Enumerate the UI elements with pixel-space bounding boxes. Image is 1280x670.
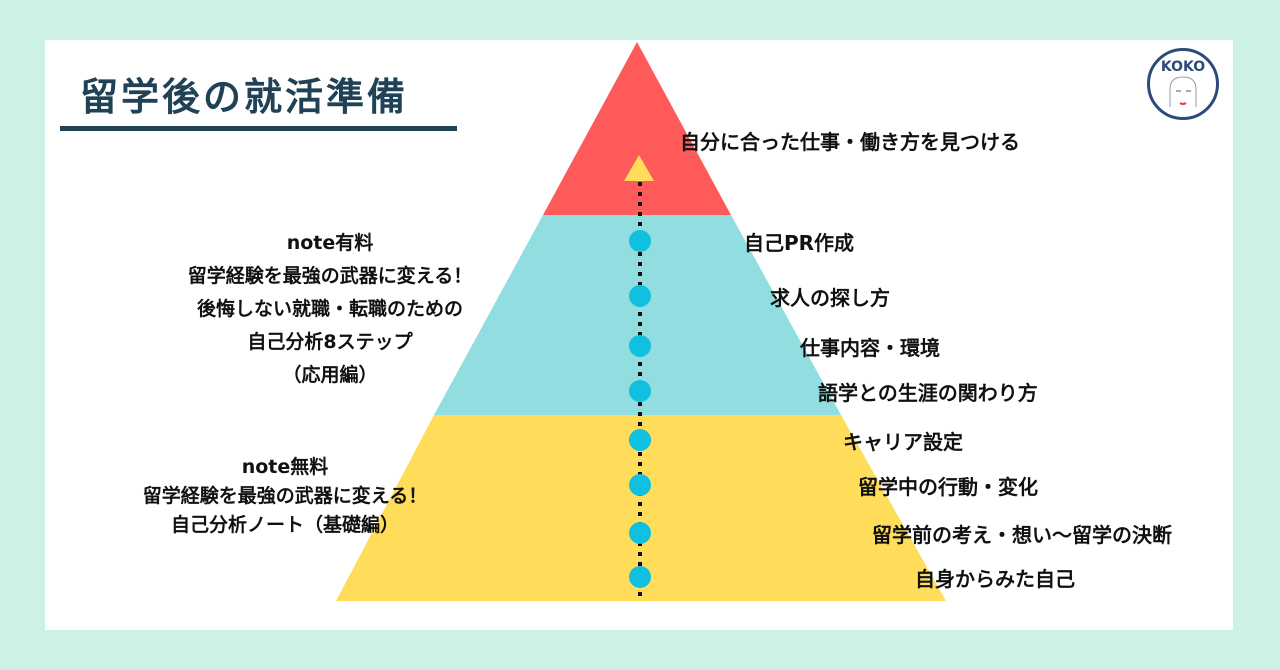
step-dot bbox=[629, 230, 651, 252]
note-line: 自己分析ノート（基礎編） bbox=[170, 514, 399, 536]
step-label: 留学前の考え・想い〜留学の決断 bbox=[872, 523, 1172, 547]
logo: KOKO bbox=[1147, 48, 1219, 120]
note-line: note無料 bbox=[241, 456, 329, 478]
note-line: （応用編） bbox=[282, 364, 378, 386]
step-dot bbox=[629, 335, 651, 357]
note-line: note有料 bbox=[286, 232, 374, 254]
face-icon bbox=[1169, 76, 1197, 107]
step-dot bbox=[629, 429, 651, 451]
note-line: 後悔しない就職・転職のための bbox=[196, 298, 463, 320]
step-label: 自己PR作成 bbox=[744, 231, 855, 255]
step-dot bbox=[629, 380, 651, 402]
step-label: 語学との生涯の関わり方 bbox=[818, 381, 1038, 405]
arrow-up-icon bbox=[624, 155, 654, 181]
logo-text: KOKO bbox=[1160, 59, 1206, 75]
step-dot bbox=[629, 522, 651, 544]
step-label: キャリア設定 bbox=[843, 430, 963, 454]
paid-note: note有料 留学経験を最強の武器に変える！ 後悔しない就職・転職のための 自己… bbox=[150, 227, 510, 392]
step-label: 求人の探し方 bbox=[770, 286, 890, 310]
step-dot bbox=[629, 474, 651, 496]
step-dot bbox=[629, 566, 651, 588]
goal-label: 自分に合った仕事・働き方を見つける bbox=[680, 130, 1020, 154]
step-dot bbox=[629, 285, 651, 307]
step-label: 自身からみた自己 bbox=[915, 567, 1075, 591]
title-underline bbox=[60, 126, 457, 131]
tier-top bbox=[543, 42, 731, 215]
free-note: note無料 留学経験を最強の武器に変える！ 自己分析ノート（基礎編） bbox=[100, 453, 470, 540]
note-line: 自己分析8ステップ bbox=[247, 331, 413, 353]
note-line: 留学経験を最強の武器に変える！ bbox=[187, 265, 473, 287]
tier-middle bbox=[434, 215, 841, 415]
note-line: 留学経験を最強の武器に変える！ bbox=[142, 485, 428, 507]
page-title: 留学後の就活準備 bbox=[80, 75, 409, 119]
step-label: 留学中の行動・変化 bbox=[858, 475, 1038, 499]
tier-bottom bbox=[336, 415, 946, 601]
step-label: 仕事内容・環境 bbox=[800, 336, 940, 360]
